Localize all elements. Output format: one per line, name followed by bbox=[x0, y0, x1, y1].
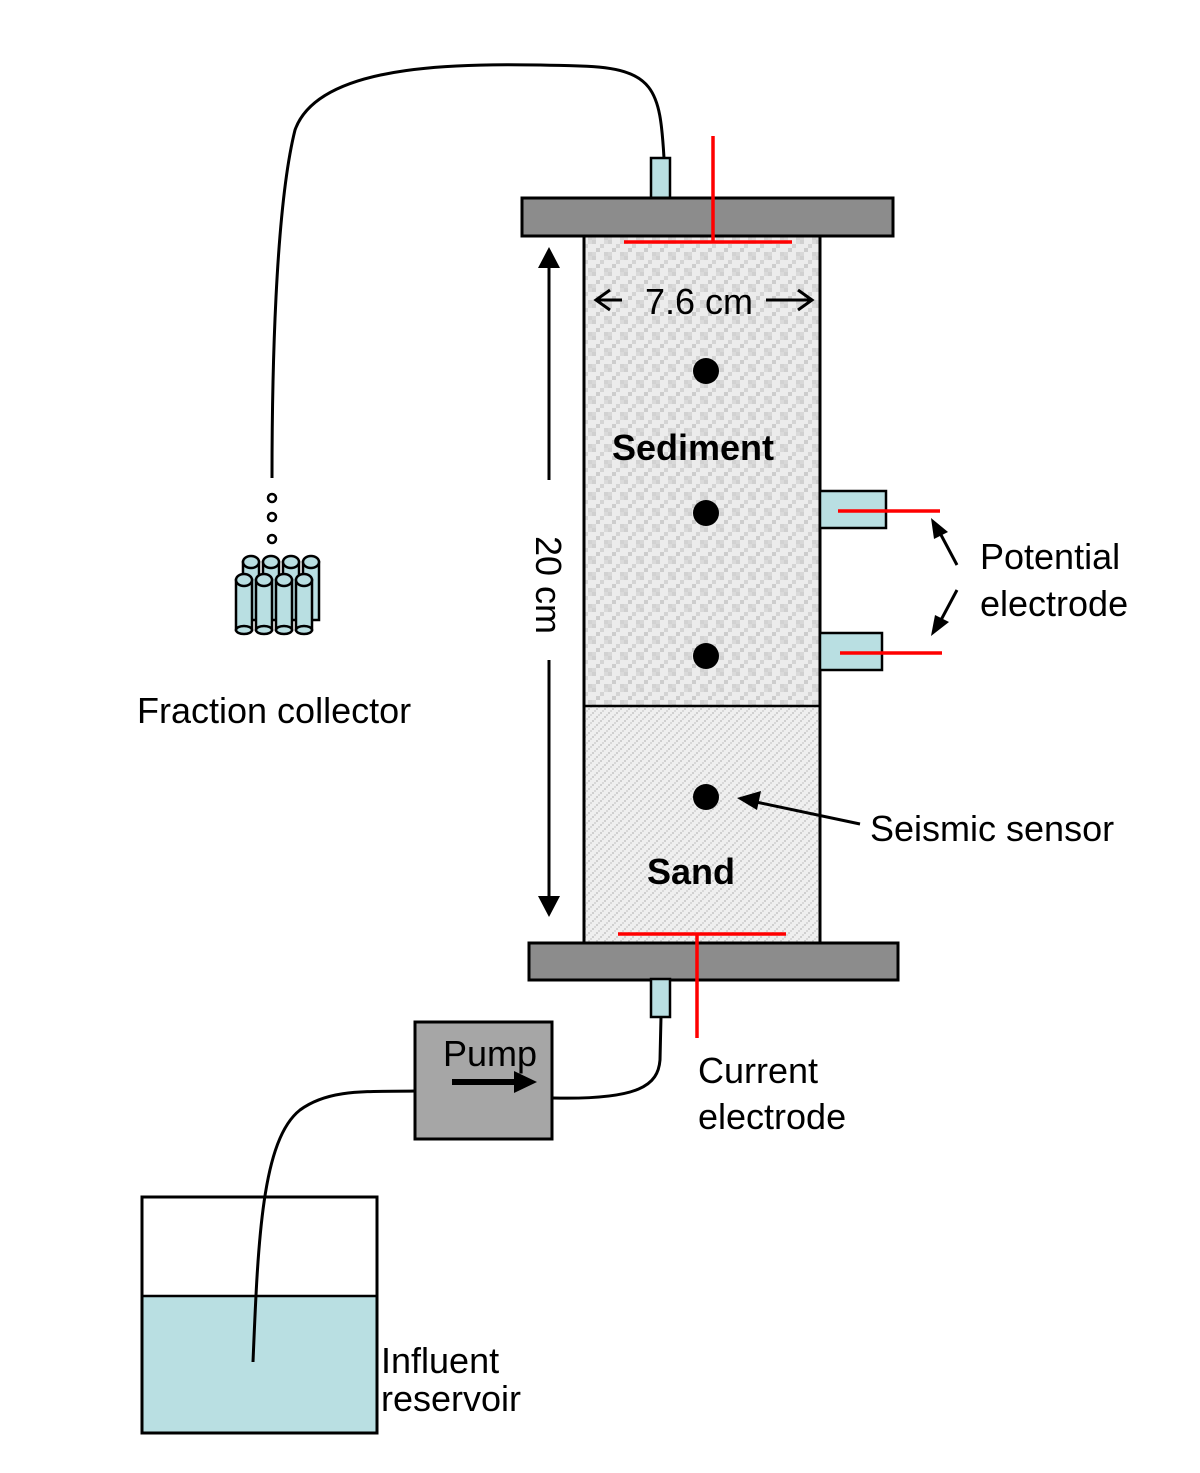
seismic-sensor-dot bbox=[693, 358, 719, 384]
fraction-collector-label: Fraction collector bbox=[137, 690, 411, 731]
drop bbox=[266, 511, 278, 523]
seismic-sensor-label: Seismic sensor bbox=[870, 808, 1114, 849]
top-plate bbox=[520, 196, 895, 238]
seismic-sensor-dot bbox=[693, 784, 719, 810]
bottom-current-electrode bbox=[618, 932, 786, 1038]
top-current-electrode bbox=[624, 136, 792, 244]
height-dimension-label: 20 cm bbox=[528, 536, 569, 634]
potential-electrode-pointers bbox=[931, 518, 959, 636]
sand-layer bbox=[584, 706, 820, 944]
influent-reservoir-label-2: reservoir bbox=[381, 1378, 521, 1419]
seismic-sensor-arrowhead bbox=[737, 791, 761, 810]
height-dimension-arrows bbox=[538, 247, 560, 917]
current-electrode-label-1: Current bbox=[698, 1050, 818, 1091]
fraction-collector-tubes bbox=[234, 554, 321, 636]
potential-electrode-label-1: Potential bbox=[980, 536, 1120, 577]
influent-reservoir-label-1: Influent bbox=[381, 1340, 499, 1381]
reservoir-fluid bbox=[142, 1296, 377, 1433]
drop bbox=[266, 533, 278, 545]
sediment-layer bbox=[584, 234, 820, 706]
width-dimension-arrows bbox=[593, 288, 815, 312]
seismic-sensor-dot bbox=[693, 500, 719, 526]
pump-to-column-tubing bbox=[552, 1016, 663, 1100]
current-electrode-label-2: electrode bbox=[698, 1096, 846, 1137]
sediment-label: Sediment bbox=[612, 427, 774, 468]
pump-label: Pump bbox=[443, 1033, 537, 1074]
reservoir-outline bbox=[140, 1195, 379, 1435]
seismic-sensor-pointer bbox=[755, 800, 861, 826]
pump-flow-arrowhead bbox=[514, 1071, 537, 1093]
top-fitting bbox=[649, 156, 672, 200]
sand-label: Sand bbox=[647, 851, 735, 892]
width-dimension-label: 7.6 cm bbox=[645, 281, 753, 322]
potential-electrode-label-2: electrode bbox=[980, 583, 1128, 624]
bottom-plate bbox=[527, 941, 900, 982]
seismic-sensor-dot bbox=[693, 643, 719, 669]
drop bbox=[266, 492, 278, 504]
bottom-fitting bbox=[649, 977, 672, 1019]
outflow-tubing bbox=[270, 63, 666, 479]
reservoir-to-pump-tubing bbox=[251, 1089, 416, 1363]
